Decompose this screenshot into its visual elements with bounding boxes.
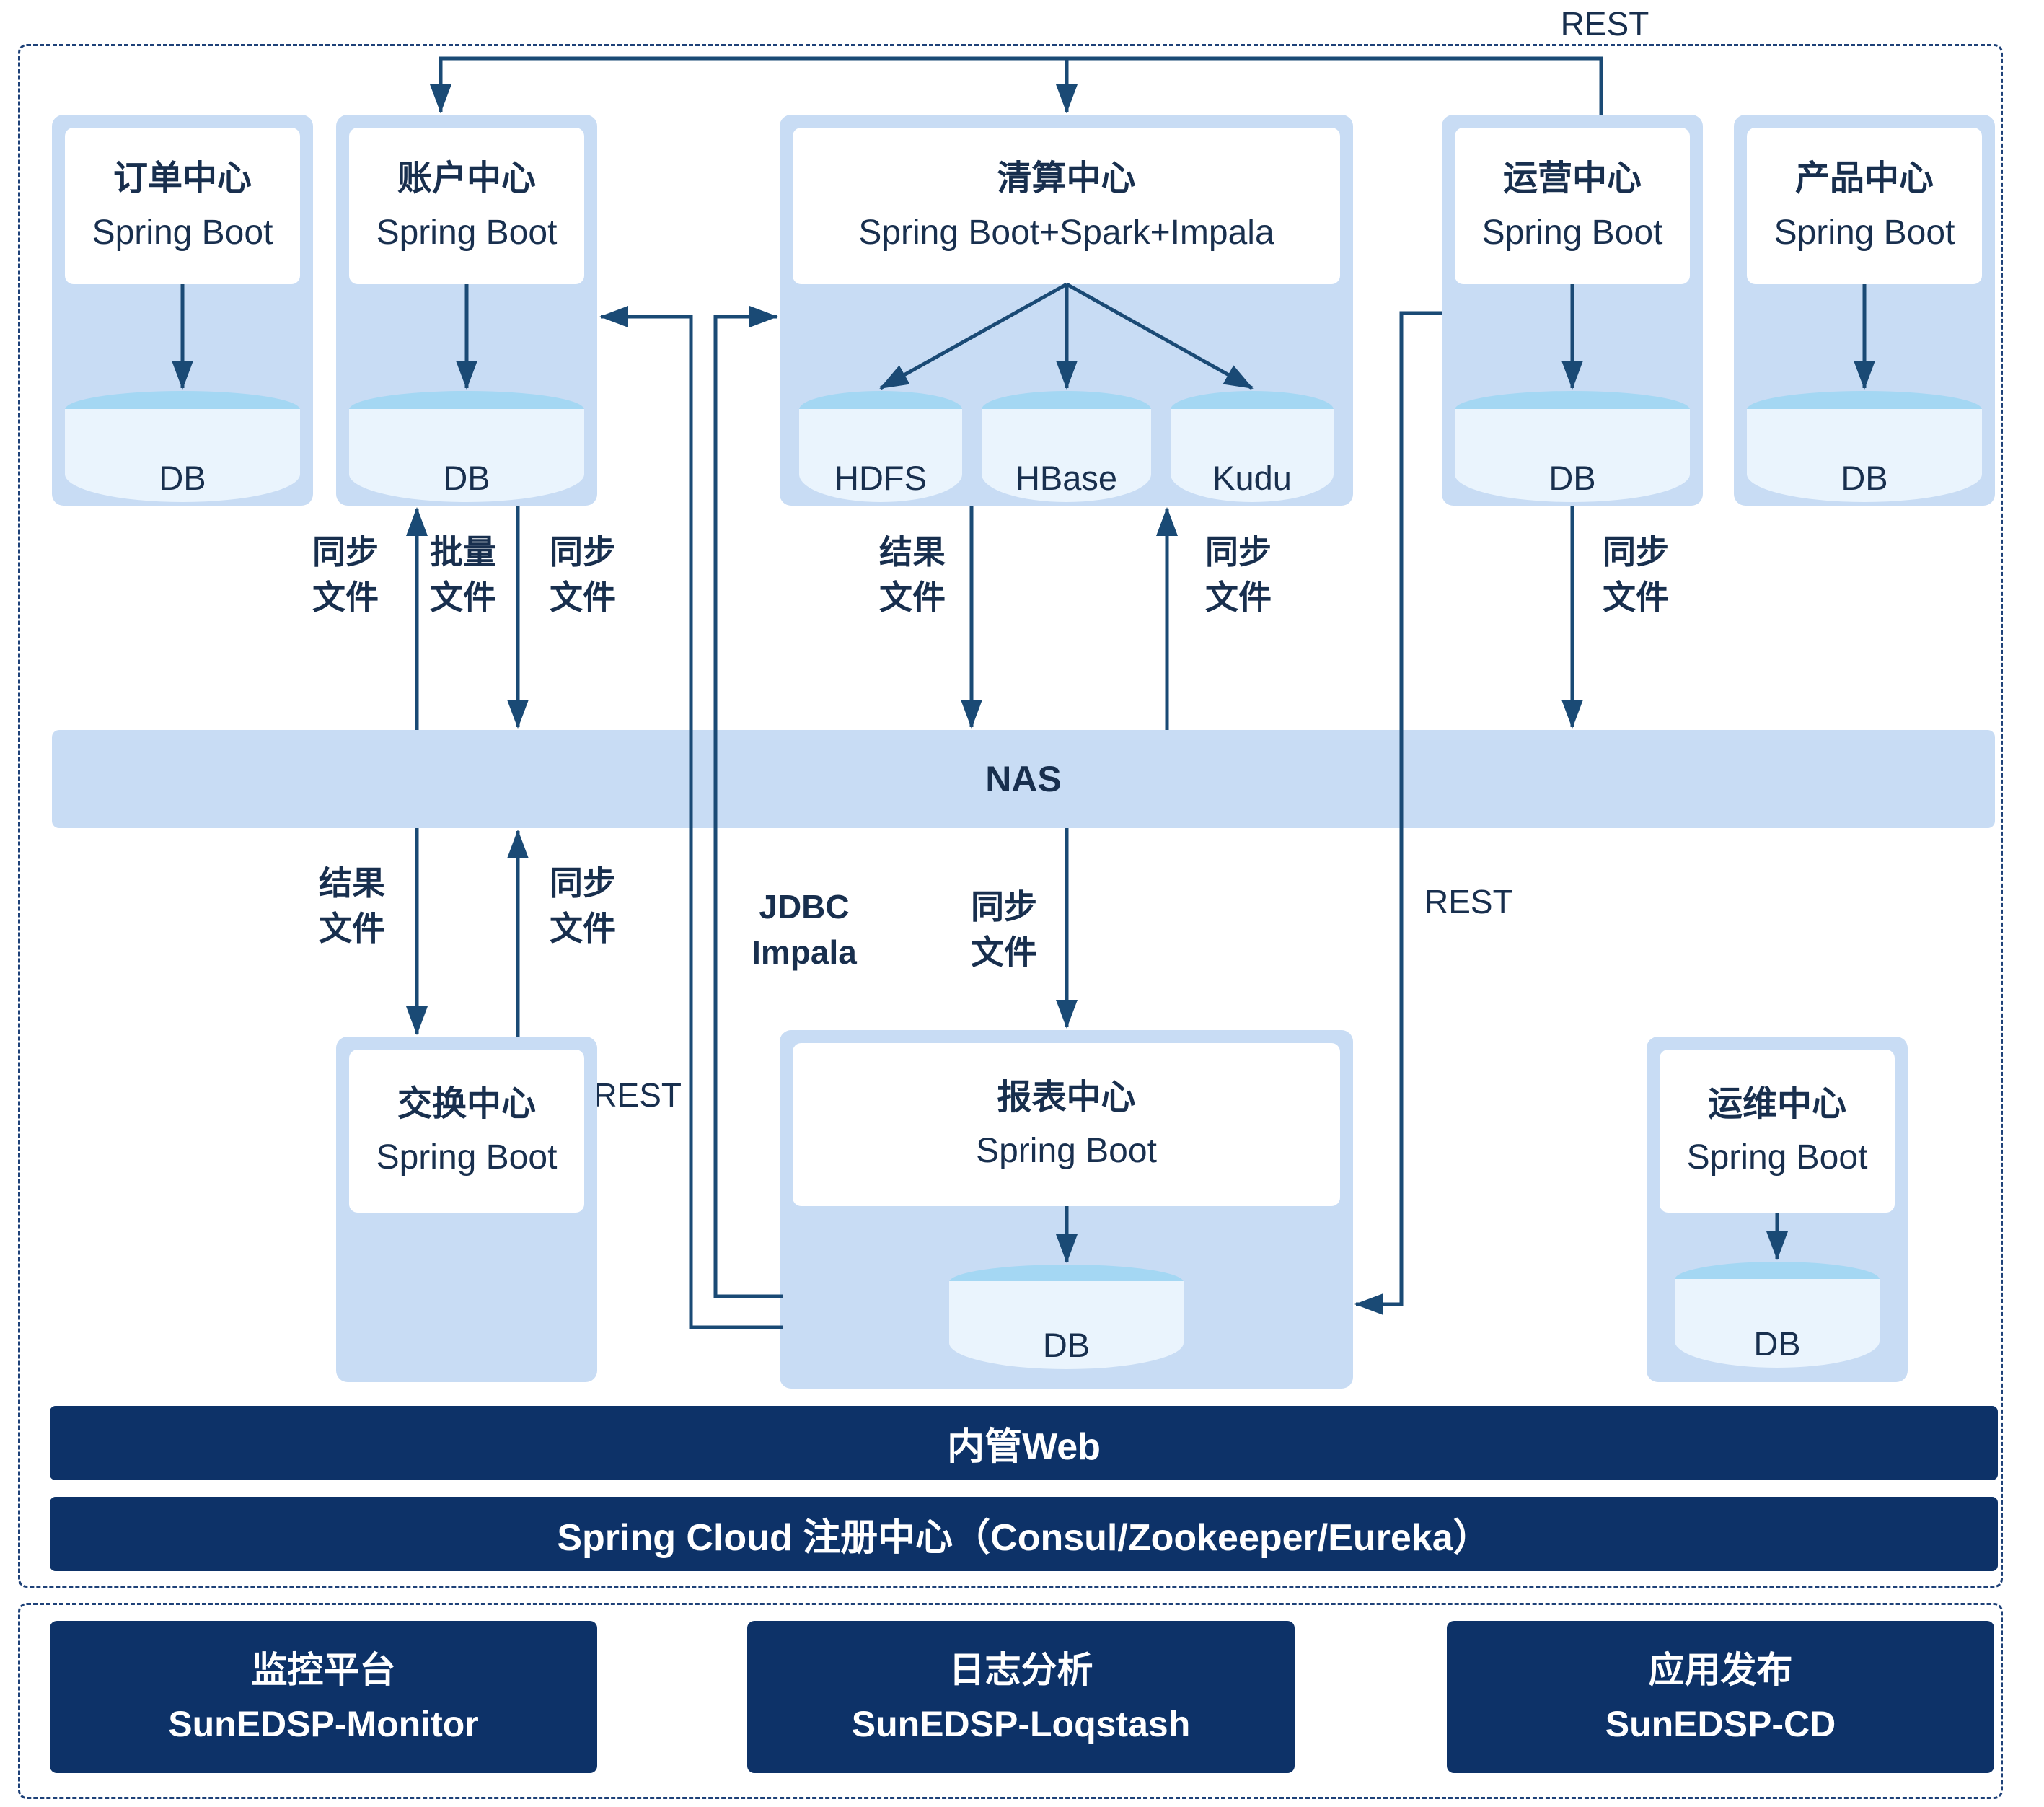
flow-label-sync-file: 同步 文件: [971, 888, 1037, 972]
db-label: DB: [1549, 458, 1596, 497]
platform-log-analysis: 日志分析 SunEDSP-Loqstash: [747, 1621, 1295, 1773]
kudu-label: Kudu: [1212, 458, 1292, 497]
flow-label-sync-file: 同步 文件: [550, 533, 616, 617]
main-platform-frame: [18, 44, 2003, 1588]
internal-web-label: 内管Web: [947, 1426, 1101, 1468]
hbase-cylinder: HBase: [982, 391, 1151, 502]
service-operation-center: 运营中心 Spring Boot: [1455, 128, 1690, 284]
service-product-center: 产品中心 Spring Boot: [1747, 128, 1982, 284]
db-label: DB: [1841, 458, 1888, 497]
platform-product: SunEDSP-Monitor: [168, 1703, 479, 1744]
service-tech: Spring Boot: [376, 213, 558, 252]
db-label: DB: [1753, 1324, 1801, 1363]
service-name: 交换中心: [397, 1084, 536, 1123]
flow-label-sync-file: 同步 文件: [1603, 533, 1669, 617]
service-order-center: 订单中心 Spring Boot: [65, 128, 300, 284]
service-name: 清算中心: [997, 159, 1136, 198]
db-label: DB: [1042, 1326, 1091, 1365]
service-tech: Spring Boot: [976, 1132, 1157, 1170]
cylinder-body: [65, 408, 300, 502]
cylinder-body: [349, 408, 584, 502]
platform-name: 监控平台: [251, 1649, 396, 1690]
flow-label-sync-file: 同步 文件: [1205, 533, 1272, 617]
platform-product: SunEDSP-CD: [1605, 1703, 1836, 1744]
service-name: 运维中心: [1707, 1084, 1846, 1123]
service-tech: Spring Boot: [1774, 213, 1955, 252]
flow-label-batch-file: 批量 文件: [430, 533, 496, 617]
service-exchange-center: 交换中心 Spring Boot: [349, 1050, 584, 1213]
cylinder-body: [799, 408, 962, 502]
db-cylinder-ops: DB: [1675, 1262, 1880, 1368]
service-tech: Spring Boot: [92, 213, 273, 252]
nas-bar: NAS: [52, 730, 1995, 828]
service-account-center: 账户中心 Spring Boot: [349, 128, 584, 284]
platform-app-release: 应用发布 SunEDSP-CD: [1447, 1621, 1994, 1773]
hbase-label: HBase: [1015, 458, 1118, 497]
flow-label-result-file: 结果 文件: [319, 864, 385, 948]
platform-product: SunEDSP-Loqstash: [851, 1703, 1191, 1744]
service-name: 账户中心: [397, 159, 536, 198]
cylinder-body: [1455, 408, 1690, 502]
service-tech: Spring Boot: [376, 1138, 558, 1177]
service-clearing-center: 清算中心 Spring Boot+Spark+Impala: [793, 128, 1340, 284]
devops-platform-frame: [18, 1603, 2003, 1799]
cylinder-body: [1171, 408, 1334, 502]
db-cylinder-account: DB: [349, 391, 584, 502]
platform-monitor: 监控平台 SunEDSP-Monitor: [50, 1621, 597, 1773]
db-cylinder-operation: DB: [1455, 391, 1690, 502]
registry-label: Spring Cloud 注册中心（Consul/Zookeeper/Eurek…: [557, 1517, 1491, 1559]
flow-label-jdbc-impala: JDBC Impala: [752, 888, 857, 972]
service-tech: Spring Boot: [1686, 1138, 1868, 1177]
service-name: 运营中心: [1502, 159, 1642, 198]
db-cylinder-product: DB: [1747, 391, 1982, 502]
service-ops-center: 运维中心 Spring Boot: [1660, 1050, 1895, 1213]
cylinder-body: [982, 408, 1151, 502]
platform-name: 应用发布: [1648, 1649, 1793, 1690]
hdfs-label: HDFS: [834, 458, 927, 497]
db-cylinder-report: DB: [949, 1265, 1184, 1369]
service-tech: Spring Boot: [1481, 213, 1663, 252]
platform-name: 日志分析: [948, 1649, 1093, 1690]
cylinder-body: [1747, 408, 1982, 502]
rest-top-label: REST: [1560, 5, 1649, 43]
cylinder-body: [1675, 1278, 1880, 1368]
flow-label-sync-file: 同步 文件: [312, 533, 379, 617]
flow-label-sync-file: 同步 文件: [550, 864, 616, 948]
registry-bar: Spring Cloud 注册中心（Consul/Zookeeper/Eurek…: [50, 1497, 1998, 1571]
db-cylinder-order: DB: [65, 391, 300, 502]
db-label: DB: [443, 458, 490, 497]
service-report-center: 报表中心 Spring Boot: [793, 1043, 1340, 1206]
hdfs-cylinder: HDFS: [799, 391, 962, 502]
service-name: 订单中心: [113, 159, 252, 198]
service-tech: Spring Boot+Spark+Impala: [858, 213, 1274, 252]
nas-label: NAS: [985, 759, 1062, 799]
internal-web-bar: 内管Web: [50, 1406, 1998, 1480]
kudu-cylinder: Kudu: [1171, 391, 1334, 502]
rest-mid-label: REST: [1424, 883, 1513, 920]
flow-label-result-file: 结果 文件: [879, 533, 946, 617]
db-label: DB: [159, 458, 206, 497]
service-name: 产品中心: [1794, 159, 1934, 198]
cylinder-body: [949, 1281, 1184, 1369]
service-name: 报表中心: [997, 1078, 1136, 1117]
